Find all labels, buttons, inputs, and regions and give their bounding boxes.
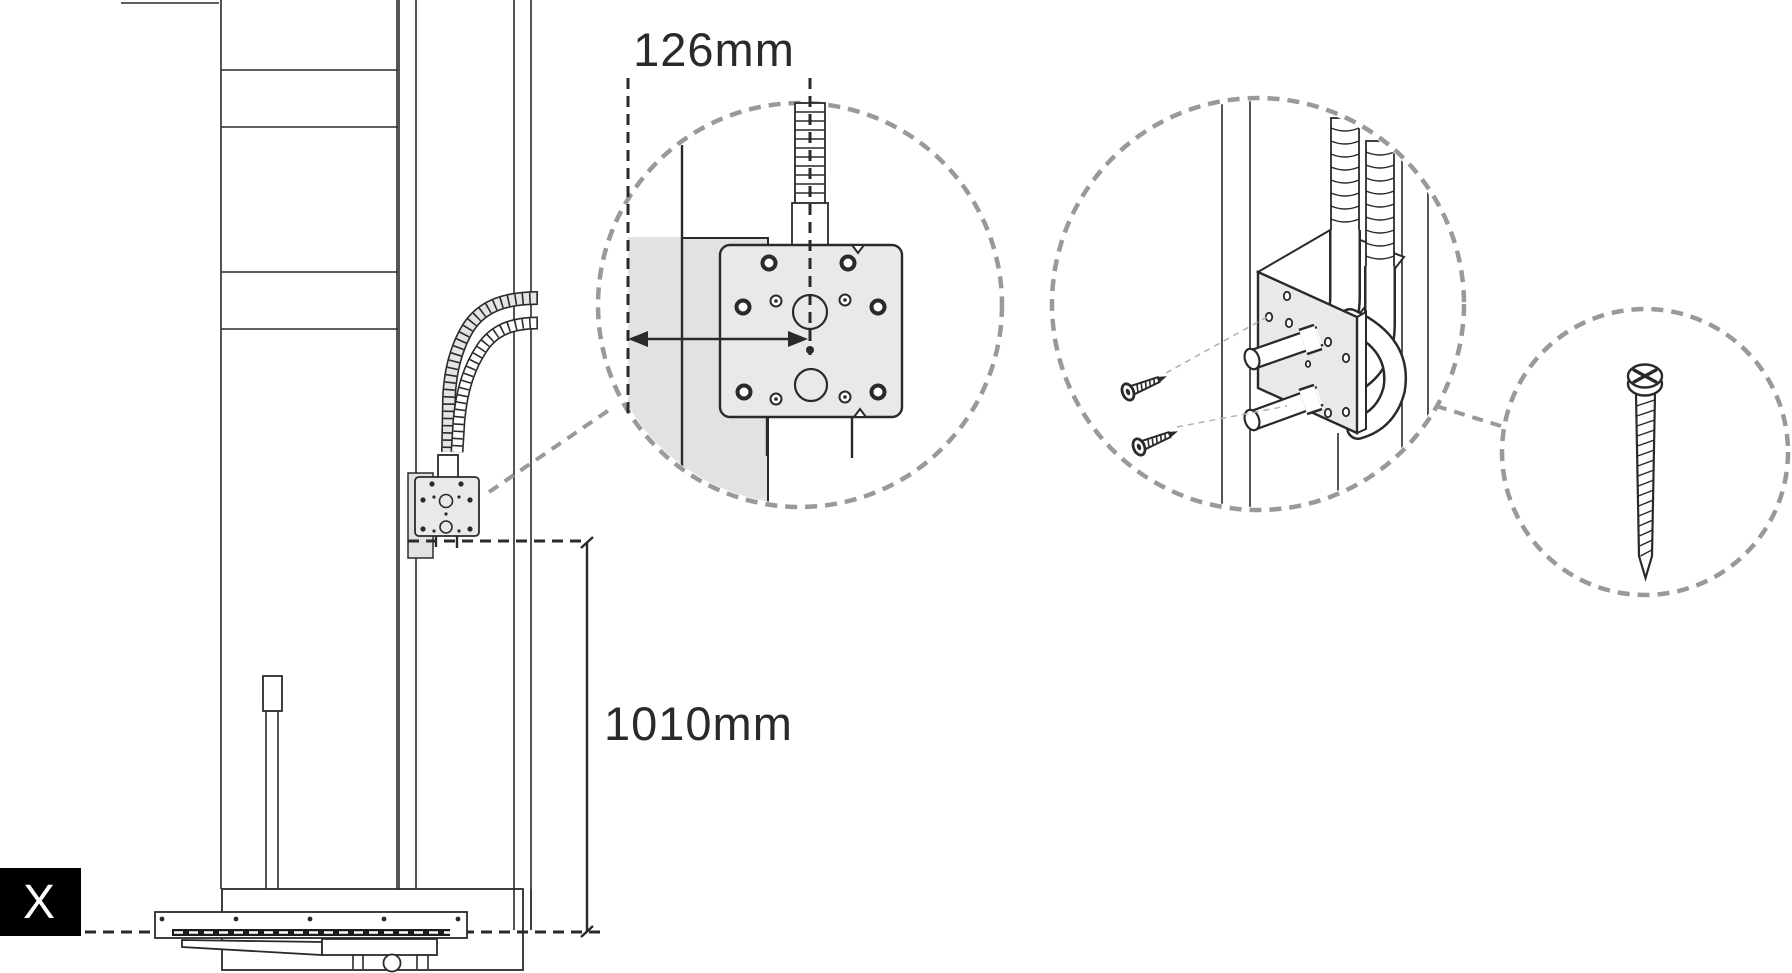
base-platform (85, 888, 600, 973)
wall-stud-rear (513, 0, 532, 930)
supply-pipe-lower-3d (1243, 383, 1324, 432)
plate-top-notch (850, 244, 866, 255)
blocking-board-lower (221, 271, 398, 330)
under-deck-fittings (352, 953, 429, 973)
detail-circle-wood-screw (1499, 306, 1791, 598)
wood-screw (1626, 363, 1664, 582)
plate-holes-enlarged (734, 254, 887, 406)
valve-mounting-plate-small (407, 454, 480, 559)
mounting-screw-lower (1129, 421, 1183, 459)
under-deck-box (321, 938, 438, 956)
blocking-board-upper (221, 69, 398, 128)
step-marker-label: X (23, 876, 55, 929)
plate-bottom-notch (852, 407, 868, 418)
screw-leader-lower (1176, 405, 1288, 428)
supply-hoses (441, 291, 539, 453)
zoom-connector-line (1435, 404, 1502, 428)
zoom-circle-outline (1049, 95, 1467, 513)
hose-connector-sleeve-small (437, 454, 459, 479)
zoom-circle-outline (1499, 306, 1791, 598)
screw-leader-upper (1165, 316, 1268, 374)
plate-screw-holes-small (420, 481, 473, 533)
badge-background (0, 868, 81, 936)
dimension-126-callout: 126mm (626, 23, 812, 420)
offset-dimension-label: 126mm (633, 23, 795, 76)
screw-threads (1636, 399, 1655, 557)
dimension-1010-callout: 1010mm (408, 536, 793, 938)
plate-side-thickness (1356, 310, 1367, 435)
detail-circle-plate-offset: 126mm (595, 23, 1005, 510)
wall-section-shade (628, 237, 682, 504)
height-dimension-label: 1010mm (604, 697, 793, 750)
valve-port-lower (793, 367, 829, 403)
riser-rod (262, 675, 283, 889)
mounting-screw-upper (1118, 366, 1172, 404)
hose-lower (450, 316, 539, 453)
phillips-cross-icon (1632, 368, 1658, 384)
step-x-badge: X (0, 868, 81, 936)
detail-circle-wall-installation (1049, 95, 1467, 513)
wall-stud-front (398, 0, 417, 889)
supply-pipe-upper-3d (1243, 323, 1324, 371)
hose-elbow-behind-plate (1338, 308, 1407, 440)
deck-screws (159, 916, 461, 922)
wall-frame-elevation (121, 0, 532, 930)
stud-edges-3d (1221, 101, 1429, 507)
zoom-leader-line (487, 406, 614, 494)
hose-upper (441, 291, 539, 453)
